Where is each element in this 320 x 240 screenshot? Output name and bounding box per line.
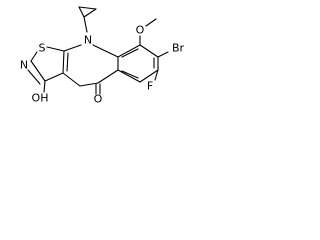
atom-label-n-isothiazole: N bbox=[20, 59, 28, 72]
atom-label-bromine: Br bbox=[172, 42, 185, 55]
bond bbox=[83, 8, 97, 18]
bond bbox=[63, 44, 82, 52]
atom-label-sulfur: S bbox=[39, 42, 46, 55]
bond bbox=[27, 69, 41, 85]
bond bbox=[78, 6, 85, 18]
structure-drawing: N S N OH O O Br F bbox=[20, 6, 185, 106]
bond bbox=[121, 48, 139, 58]
bond bbox=[157, 51, 169, 58]
atom-labels: N S N OH O O Br F bbox=[20, 24, 185, 106]
bond bbox=[79, 82, 99, 87]
bond bbox=[83, 16, 88, 33]
atom-label-hydroxyl: OH bbox=[32, 92, 49, 105]
bond bbox=[46, 46, 65, 52]
bond bbox=[62, 72, 81, 87]
atom-label-carbonyl-oxygen: O bbox=[94, 93, 103, 106]
bond bbox=[121, 70, 139, 79]
atom-label-fluorine: F bbox=[147, 80, 153, 93]
bond bbox=[66, 52, 69, 72]
atom-label-n-ring: N bbox=[84, 34, 92, 47]
bond-lines bbox=[27, 6, 169, 95]
atom-label-methoxy-oxygen: O bbox=[136, 24, 145, 37]
bond bbox=[43, 80, 46, 93]
bond bbox=[62, 50, 65, 74]
bond bbox=[139, 69, 159, 83]
bond bbox=[97, 69, 119, 84]
bond bbox=[145, 18, 157, 27]
bond bbox=[139, 44, 159, 58]
bond bbox=[154, 69, 159, 81]
bond bbox=[30, 51, 38, 62]
bond bbox=[117, 44, 141, 58]
bond bbox=[30, 60, 46, 82]
bond bbox=[44, 72, 64, 82]
bond bbox=[117, 69, 141, 83]
bond bbox=[78, 6, 97, 10]
molecule-diagram: N S N OH O O Br F bbox=[0, 0, 203, 153]
bond bbox=[92, 44, 119, 58]
